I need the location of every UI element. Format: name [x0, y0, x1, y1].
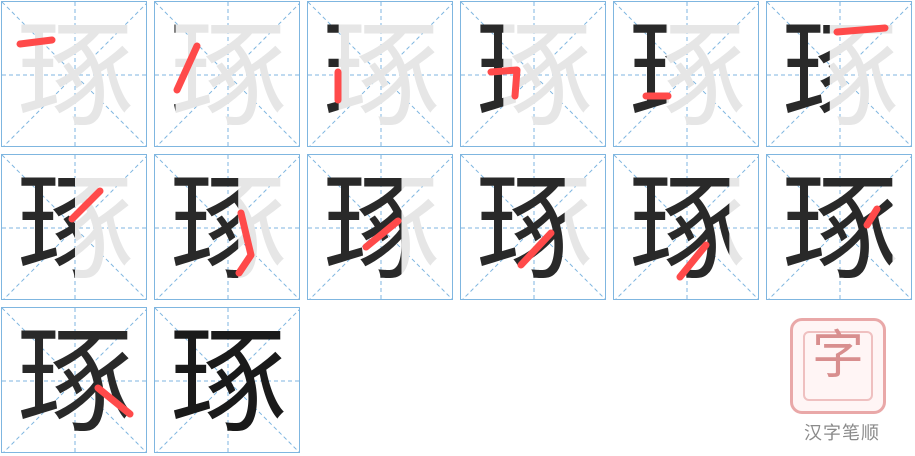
stroke-path — [68, 187, 104, 223]
stroke-step-cell: 琢琢 — [613, 1, 759, 147]
ghost-character: 琢 — [627, 6, 746, 144]
stroke-step-cell: 琢琢 — [307, 1, 453, 147]
stroke-step-cell: 琢 — [154, 307, 300, 453]
stroke-path — [235, 209, 255, 277]
ghost-character: 琢 — [474, 159, 593, 297]
current-stroke-highlight — [173, 42, 201, 94]
ghost-character: 琢 — [15, 312, 134, 450]
guide-lines — [2, 155, 146, 299]
stroke-step-cell: 琢琢 — [460, 1, 606, 147]
stroke-path — [676, 241, 710, 281]
guide-lines — [308, 2, 452, 146]
stroke-path — [487, 66, 521, 100]
current-stroke-highlight — [235, 209, 255, 277]
current-stroke-highlight — [487, 66, 521, 100]
seal-border — [803, 331, 873, 401]
current-stroke-highlight — [833, 24, 889, 36]
ghost-character: 琢 — [321, 159, 440, 297]
written-strokes: 琢 — [308, 2, 339, 146]
guide-lines — [308, 155, 452, 299]
written-strokes: 琢 — [474, 159, 593, 297]
guide-lines — [155, 155, 299, 299]
written-strokes: 琢 — [614, 2, 667, 146]
site-brand-text: 汉字笔顺 — [804, 423, 880, 444]
ghost-character: 琢 — [627, 159, 746, 297]
written-strokes: 琢 — [168, 159, 287, 297]
current-stroke-highlight — [863, 205, 881, 229]
final-character: 琢 — [168, 312, 287, 450]
written-strokes: 琢 — [15, 159, 134, 297]
written-strokes: 琢 — [155, 2, 175, 146]
written-strokes: 琢 — [15, 312, 134, 450]
guide-lines — [2, 2, 146, 146]
guide-lines — [155, 2, 299, 146]
guide-lines — [767, 2, 911, 146]
current-stroke-highlight — [16, 36, 56, 48]
site-logo-seal: 字 — [790, 318, 886, 414]
stroke-step-cell: 琢琢 — [1, 307, 147, 453]
stroke-step-cell: 琢琢 — [1, 154, 147, 300]
stroke-step-cell: 琢琢 — [154, 154, 300, 300]
current-stroke-highlight — [68, 187, 104, 223]
ghost-character: 琢 — [168, 159, 287, 297]
current-stroke-highlight — [676, 241, 710, 281]
ghost-character: 琢 — [780, 159, 899, 297]
stroke-path — [94, 384, 134, 418]
current-stroke-highlight — [94, 384, 134, 418]
stroke-step-cell: 琢琢 — [1, 1, 147, 147]
stroke-path — [863, 205, 881, 229]
stroke-step-cell: 琢琢 — [766, 154, 912, 300]
guide-lines — [461, 155, 605, 299]
stroke-step-cell: 琢琢 — [613, 154, 759, 300]
written-strokes: 琢 — [780, 159, 899, 297]
stroke-path — [833, 24, 889, 36]
stroke-path — [173, 42, 201, 94]
stroke-step-cell: 琢琢 — [766, 1, 912, 147]
guide-lines — [614, 2, 758, 146]
guide-lines — [767, 155, 911, 299]
guide-lines — [155, 308, 299, 452]
current-stroke-highlight — [517, 229, 555, 269]
written-strokes: 琢 — [767, 2, 830, 146]
stroke-step-cell: 琢琢 — [460, 154, 606, 300]
written-strokes: 琢 — [461, 2, 503, 146]
current-stroke-highlight — [642, 92, 672, 100]
current-stroke-highlight — [362, 217, 402, 251]
stroke-path — [517, 229, 555, 269]
ghost-character: 琢 — [321, 6, 440, 144]
current-stroke-highlight — [334, 68, 342, 104]
ghost-character: 琢 — [168, 6, 287, 144]
guide-lines — [614, 155, 758, 299]
ghost-character: 琢 — [15, 159, 134, 297]
stroke-path — [16, 36, 56, 48]
guide-lines — [461, 2, 605, 146]
stroke-path — [362, 217, 402, 251]
ghost-character: 琢 — [15, 6, 134, 144]
stroke-step-cell: 琢琢 — [307, 154, 453, 300]
stroke-step-cell: 琢琢 — [154, 1, 300, 147]
seal-character: 字 — [811, 326, 864, 386]
guide-lines — [2, 308, 146, 452]
